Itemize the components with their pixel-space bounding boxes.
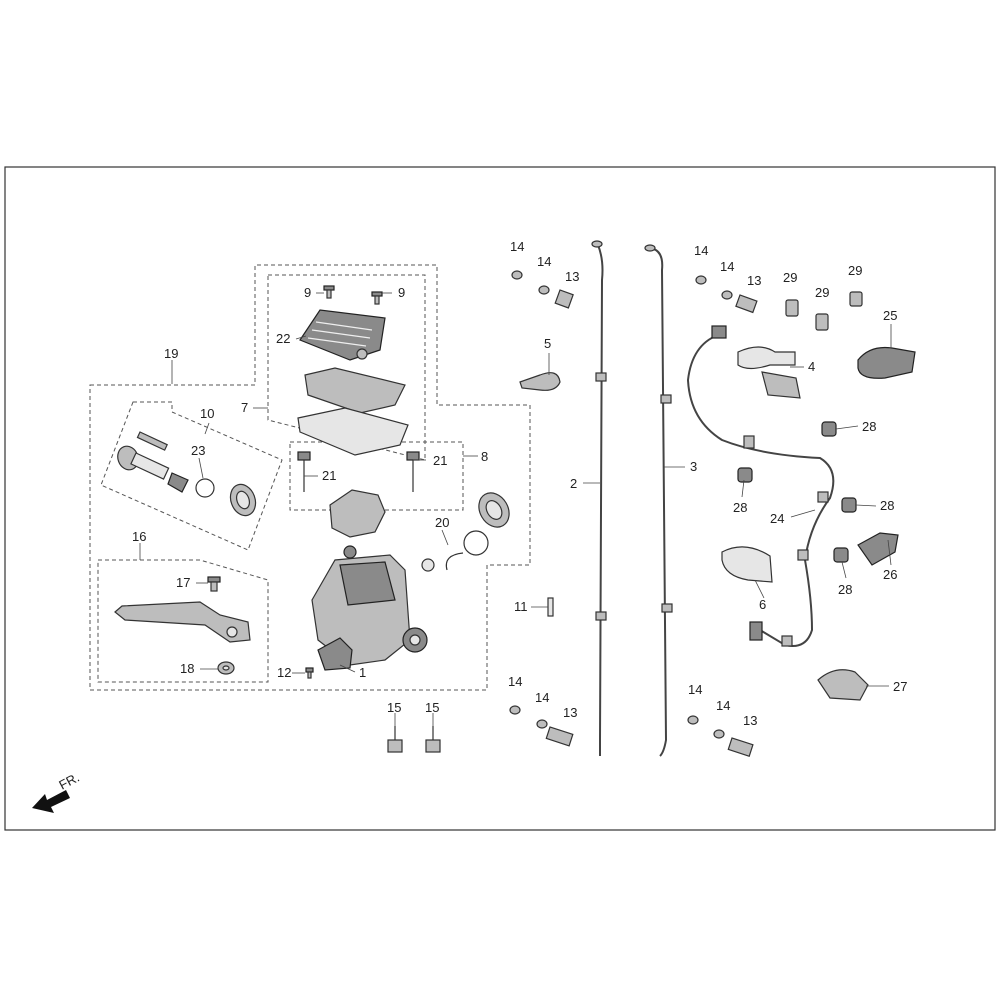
piston-kit-10: [117, 431, 257, 517]
callout-28-b: 28: [733, 500, 747, 515]
front-direction-arrow-icon: [32, 790, 70, 813]
callout-1: 1: [359, 665, 366, 680]
clip-27: [817, 669, 869, 701]
callout-23: 23: [191, 443, 205, 458]
callout-29-a: 29: [783, 270, 797, 285]
callout-14-f: 14: [535, 690, 549, 705]
callout-6: 6: [759, 597, 766, 612]
callout-13-d: 13: [743, 713, 757, 728]
handlebar-clamp: [329, 489, 386, 538]
callout-24: 24: [770, 511, 784, 526]
callout-17: 17: [176, 575, 190, 590]
brake-lever-16: [114, 601, 251, 643]
cable-2: [591, 240, 607, 756]
screw-12: [305, 667, 314, 679]
group-outline-19: [89, 264, 531, 691]
callout-labels: 1 2 3 4 5 6 7 8 9 9 10 11 12 13 13 13 13…: [132, 239, 907, 728]
clip-26: [857, 532, 899, 566]
brake-switch-1: [317, 637, 353, 671]
bushings-29: [785, 291, 863, 331]
callout-28-d: 28: [838, 582, 852, 597]
group-outline-10: [100, 401, 283, 551]
callout-14-c: 14: [694, 243, 708, 258]
screw-9-left: [323, 285, 335, 299]
cable-clip-5: [519, 372, 561, 391]
callout-18: 18: [180, 661, 194, 676]
callout-14-h: 14: [716, 698, 730, 713]
callout-22: 22: [276, 331, 290, 346]
callout-9-right: 9: [398, 285, 405, 300]
callout-9-left: 9: [304, 285, 311, 300]
callout-14-b: 14: [537, 254, 551, 269]
callout-14-d: 14: [720, 259, 734, 274]
direction-label: FR.: [56, 770, 82, 793]
callout-27: 27: [893, 679, 907, 694]
callout-15-b: 15: [425, 700, 439, 715]
bolt-15-right: [425, 726, 441, 753]
callout-11: 11: [514, 599, 528, 614]
group-outline-16: [97, 559, 269, 683]
bolt-15-left: [387, 726, 403, 753]
callout-14-g: 14: [688, 682, 702, 697]
callout-13-c: 13: [563, 705, 577, 720]
callout-29-c: 29: [848, 263, 862, 278]
sensor-bracket-4: [737, 346, 801, 399]
callout-13-a: 13: [565, 269, 579, 284]
diaphragm-gasket: [297, 407, 409, 456]
callout-19: 19: [164, 346, 178, 361]
bolt-21-left: [297, 451, 311, 492]
callout-14-e: 14: [508, 674, 522, 689]
screw-9-right: [371, 291, 383, 305]
callout-12: 12: [277, 665, 291, 680]
hardware-top-left: [511, 270, 574, 309]
reservoir-cap-22: [299, 309, 386, 361]
callout-4: 4: [808, 359, 815, 374]
hardware-top-right: [695, 275, 758, 314]
callout-20: 20: [435, 515, 449, 530]
callout-21-left: 21: [322, 468, 336, 483]
callout-7: 7: [241, 400, 248, 415]
leader-lines: [139, 292, 892, 726]
callout-26: 26: [883, 567, 897, 582]
callout-3: 3: [690, 459, 697, 474]
callout-14-a: 14: [510, 239, 524, 254]
pin-11: [547, 597, 554, 617]
bolt-21-right: [406, 451, 420, 492]
nut-18: [217, 661, 235, 675]
callout-2: 2: [570, 476, 577, 491]
callout-29-b: 29: [815, 285, 829, 300]
diagram-frame: [4, 166, 996, 831]
clip-25: [857, 346, 916, 379]
screw-17: [207, 576, 221, 592]
callout-5: 5: [544, 336, 551, 351]
callout-28-a: 28: [862, 419, 876, 434]
hardware-bottom-left: [509, 705, 574, 747]
sensor-wire-24: [686, 325, 835, 647]
bracket-6: [721, 546, 773, 583]
callout-16: 16: [132, 529, 146, 544]
hardware-bottom-right: [687, 715, 754, 757]
master-cylinder-body: [311, 545, 428, 666]
callout-8: 8: [481, 449, 488, 464]
callout-15-a: 15: [387, 700, 401, 715]
callout-13-b: 13: [747, 273, 761, 288]
piston-boot-20: [421, 492, 510, 572]
cable-3: [644, 244, 673, 757]
diaphragm-plate: [304, 367, 406, 414]
callout-21-right: 21: [433, 453, 447, 468]
callout-25: 25: [883, 308, 897, 323]
grommets-28: [737, 421, 857, 563]
callout-10: 10: [200, 406, 214, 421]
callout-28-c: 28: [880, 498, 894, 513]
